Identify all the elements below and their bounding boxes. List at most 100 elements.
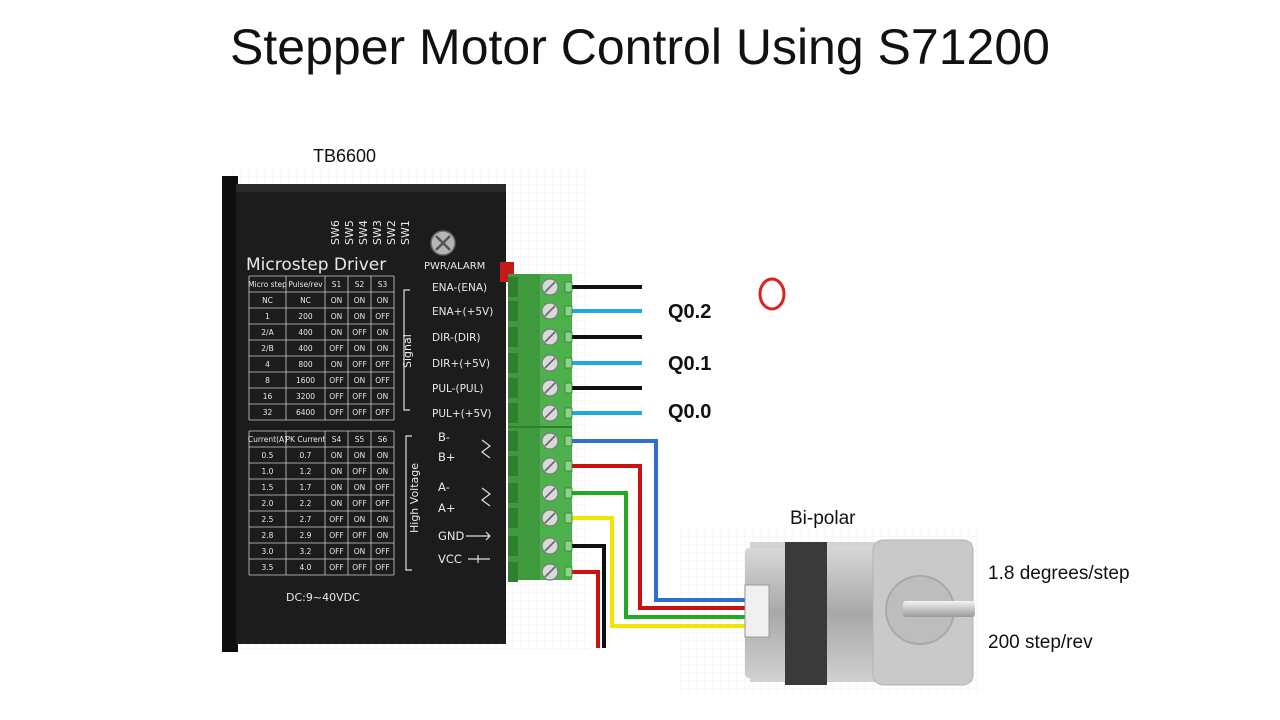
table-cell: 800 [298, 360, 313, 369]
table-cell: ON [331, 296, 343, 305]
table-cell: 1600 [296, 376, 315, 385]
table-cell: OFF [329, 563, 344, 572]
stepper-motor [744, 539, 975, 686]
table-cell: ON [354, 483, 366, 492]
steps-per-rev-label: 200 step/rev [988, 632, 1093, 653]
signal-terminal-label: PUL-(PUL) [432, 383, 484, 395]
terminal-block [508, 274, 573, 582]
table-cell: NC [262, 296, 273, 305]
switch-label: SW6 [329, 220, 342, 245]
table-cell: ON [377, 451, 389, 460]
table-cell: OFF [375, 376, 390, 385]
table-cell: 0.5 [262, 451, 274, 460]
table-cell: OFF [352, 563, 367, 572]
table-cell: OFF [329, 408, 344, 417]
hv-terminal-label: GND [438, 529, 465, 543]
table-cell: S3 [378, 280, 388, 289]
plc-output-q00: Q0.0 [668, 401, 711, 423]
table-cell: ON [331, 483, 343, 492]
switch-label: SW2 [385, 220, 398, 245]
motor-connector [744, 584, 770, 638]
table-cell: 16 [263, 392, 273, 401]
table-cell: ON [331, 328, 343, 337]
table-cell: OFF [352, 392, 367, 401]
table-cell: OFF [352, 328, 367, 337]
signal-terminal-label: DIR-(DIR) [432, 332, 481, 344]
table-cell: S5 [355, 435, 365, 444]
table-cell: ON [354, 344, 366, 353]
table-cell: Pulse/rev [288, 280, 323, 289]
table-cell: 2.7 [300, 515, 312, 524]
table-cell: Micro step [248, 280, 287, 289]
wire-gnd [572, 544, 606, 648]
dc-rating-label: DC:9~40VDC [286, 591, 360, 604]
table-cell: 1.0 [262, 467, 274, 476]
table-cell: OFF [352, 531, 367, 540]
table-cell: ON [331, 467, 343, 476]
table-cell: OFF [375, 312, 390, 321]
signal-wires [572, 285, 642, 415]
table-cell: ON [331, 312, 343, 321]
table-cell: 3.2 [300, 547, 312, 556]
table-cell: OFF [375, 408, 390, 417]
table-cell: 8 [265, 376, 270, 385]
table-cell: 1.5 [262, 483, 274, 492]
table-cell: OFF [329, 344, 344, 353]
table-cell: ON [331, 499, 343, 508]
table-cell: S2 [355, 280, 365, 289]
table-cell: 1.7 [300, 483, 312, 492]
wire-b-minus [572, 439, 748, 602]
hv-terminal-label: A- [438, 480, 450, 494]
motor-type-label: Bi-polar [790, 508, 856, 529]
plc-output-q02: Q0.2 [668, 301, 711, 323]
table-cell: OFF [329, 392, 344, 401]
table-cell: 3.5 [262, 563, 274, 572]
motor-shaft [903, 601, 975, 617]
wire-vcc [572, 570, 600, 648]
wire-a-minus [572, 491, 748, 619]
table-cell: ON [331, 451, 343, 460]
hv-terminal-label: VCC [438, 552, 462, 566]
slide-title: Stepper Motor Control Using S71200 [230, 19, 1050, 75]
table-cell: ON [354, 451, 366, 460]
table-cell: 3.0 [262, 547, 274, 556]
table-cell: ON [377, 531, 389, 540]
table-cell: S6 [378, 435, 388, 444]
table-cell: ON [354, 312, 366, 321]
hv-terminal-label: B- [438, 430, 450, 444]
table-cell: ON [354, 547, 366, 556]
table-cell: 2.9 [300, 531, 312, 540]
table-cell: PK Current [286, 435, 326, 444]
table-cell: 2.2 [300, 499, 312, 508]
hv-terminal-label: B+ [438, 450, 456, 464]
table-cell: OFF [375, 563, 390, 572]
table-cell: ON [377, 328, 389, 337]
table-cell: 6400 [296, 408, 315, 417]
table-cell: OFF [352, 408, 367, 417]
table-cell: OFF [375, 483, 390, 492]
signal-group-label: Signal [401, 334, 414, 368]
driver-model-label: TB6600 [313, 146, 377, 166]
table-cell: ON [377, 296, 389, 305]
table-cell: ON [331, 360, 343, 369]
plc-output-q01: Q0.1 [668, 353, 711, 375]
table-cell: 400 [298, 344, 313, 353]
table-cell: 4 [265, 360, 270, 369]
power-alarm-label: PWR/ALARM [424, 261, 485, 272]
motor-wires [572, 439, 748, 648]
table-cell: OFF [375, 547, 390, 556]
signal-terminal-label: ENA+(+5V) [432, 306, 493, 318]
signal-terminal-label: DIR+(+5V) [432, 358, 490, 370]
table-cell: OFF [329, 531, 344, 540]
table-cell: 400 [298, 328, 313, 337]
table-cell: 3200 [296, 392, 315, 401]
table-cell: OFF [329, 515, 344, 524]
table-cell: 1 [265, 312, 270, 321]
table-cell: ON [354, 376, 366, 385]
switch-label: SW3 [371, 220, 384, 245]
